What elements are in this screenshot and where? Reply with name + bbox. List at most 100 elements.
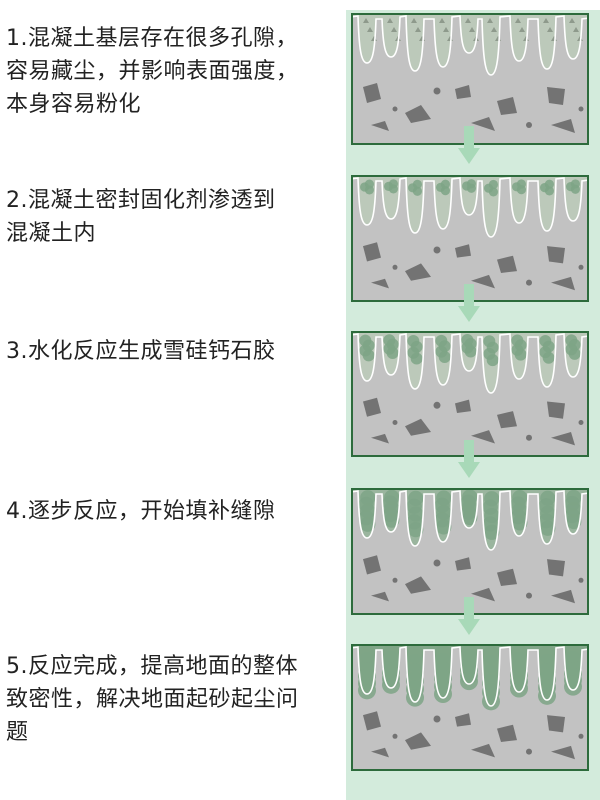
arrow-head bbox=[458, 462, 480, 478]
dust-speck bbox=[465, 18, 471, 23]
aggregate-stone bbox=[471, 117, 495, 131]
aggregate-pebble bbox=[433, 559, 441, 567]
aggregate-pebble bbox=[392, 264, 398, 270]
dust-speck bbox=[491, 27, 497, 32]
aggregate-pebble bbox=[392, 577, 398, 583]
aggregate-stone bbox=[497, 411, 517, 429]
dust-speck bbox=[515, 18, 521, 23]
dust-speck bbox=[439, 18, 445, 23]
aggregate-pebble bbox=[526, 592, 532, 599]
dust-speck bbox=[443, 27, 449, 32]
pore-space bbox=[351, 332, 589, 393]
aggregate-stone bbox=[551, 745, 575, 760]
sealer-fill bbox=[360, 179, 580, 197]
sealer-particle bbox=[440, 179, 450, 189]
dust-speck bbox=[391, 27, 397, 32]
aggregate-stone bbox=[497, 255, 517, 273]
aggregate-pebble bbox=[433, 401, 441, 409]
arrow-shaft bbox=[464, 597, 474, 621]
concrete-surface-line bbox=[351, 490, 589, 551]
sealer-particle bbox=[461, 334, 474, 346]
aggregate-stone bbox=[363, 397, 381, 417]
sealer-particle bbox=[388, 179, 398, 189]
aggregate-stone bbox=[471, 587, 495, 602]
aggregate-stone bbox=[497, 724, 517, 742]
aggregate-pebble bbox=[578, 106, 584, 112]
aggregate-stone bbox=[547, 559, 565, 577]
aggregate-stone bbox=[371, 591, 389, 602]
aggregate-stone bbox=[405, 418, 431, 436]
aggregate-pebble bbox=[433, 246, 441, 254]
sealer-layer bbox=[351, 489, 589, 550]
step-2-text: 2.混凝土密封固化剂渗透到 混凝土内 bbox=[6, 188, 276, 246]
sealer-particle bbox=[511, 334, 524, 347]
sealer-particle bbox=[516, 179, 526, 189]
aggregate-pebble bbox=[392, 733, 398, 739]
aggregate-pebble bbox=[433, 87, 441, 95]
aggregate-stone bbox=[547, 87, 565, 105]
aggregate-stone bbox=[547, 246, 565, 264]
sealer-particle bbox=[359, 334, 372, 347]
arrow-shaft bbox=[464, 126, 474, 150]
aggregate-stone bbox=[497, 568, 517, 586]
aggregate-stone bbox=[551, 276, 575, 291]
aggregate-stone bbox=[455, 713, 471, 727]
sealer-particle bbox=[570, 179, 580, 189]
aggregate-pebble bbox=[578, 733, 584, 739]
down-arrow-icon bbox=[458, 126, 480, 164]
aggregate-pebble bbox=[578, 420, 584, 425]
dust-speck bbox=[387, 18, 393, 23]
aggregate-stone bbox=[547, 401, 565, 419]
dust-speck bbox=[573, 27, 579, 32]
dust-speck bbox=[487, 18, 493, 23]
step-3-text: 3.水化反应生成雪硅钙石胶 bbox=[6, 339, 276, 364]
sealer-particle bbox=[544, 179, 554, 189]
panel-hydration-reaction bbox=[351, 331, 589, 457]
dust-speck bbox=[543, 18, 549, 23]
step-4-text: 4.逐步反应，开始填补缝隙 bbox=[6, 499, 276, 524]
aggregate-stone bbox=[551, 589, 575, 604]
down-arrow-icon bbox=[458, 440, 480, 478]
sealer-particle bbox=[483, 335, 496, 348]
panel-porous-concrete bbox=[351, 13, 589, 145]
aggregate-stone bbox=[371, 278, 389, 289]
arrow-head bbox=[458, 619, 480, 635]
dust-speck bbox=[415, 27, 421, 32]
sealer-particle bbox=[539, 334, 552, 347]
arrow-shaft bbox=[464, 284, 474, 308]
aggregate-stone bbox=[455, 244, 471, 258]
aggregate-stone bbox=[551, 119, 575, 133]
pore-space bbox=[351, 14, 589, 75]
sealer-particle bbox=[488, 179, 498, 190]
aggregate-stone bbox=[551, 432, 575, 446]
sealer-layer bbox=[351, 645, 589, 706]
aggregate-stone bbox=[363, 83, 381, 103]
aggregate-stone bbox=[455, 399, 471, 413]
aggregate-stone bbox=[497, 97, 517, 115]
arrow-shaft bbox=[464, 440, 474, 464]
concrete-surface-line bbox=[351, 333, 589, 394]
aggregate-stone bbox=[363, 555, 381, 575]
aggregate-stone bbox=[363, 242, 381, 262]
dust-speck bbox=[519, 27, 525, 32]
aggregate-pebble bbox=[526, 122, 532, 128]
dust-speck bbox=[367, 27, 373, 32]
sealer-particle bbox=[565, 334, 578, 347]
sealer-particle bbox=[435, 334, 448, 347]
aggregate-pebble bbox=[392, 420, 398, 425]
concrete-surface-line bbox=[351, 646, 589, 707]
dust-speck bbox=[569, 18, 575, 23]
aggregate-stone bbox=[371, 121, 389, 131]
aggregate-stone bbox=[471, 743, 495, 758]
aggregate-stone bbox=[547, 715, 565, 733]
aggregate-pebble bbox=[392, 106, 398, 112]
sealer-particle bbox=[466, 179, 476, 189]
arrow-head bbox=[458, 148, 480, 164]
aggregate-pebble bbox=[578, 264, 584, 270]
aggregate-stone bbox=[405, 263, 431, 281]
panel-frame bbox=[351, 644, 589, 771]
sealer-particle bbox=[407, 335, 420, 347]
dust-speck bbox=[469, 27, 475, 32]
sealer-particle bbox=[412, 179, 422, 189]
dust-speck bbox=[411, 18, 417, 23]
